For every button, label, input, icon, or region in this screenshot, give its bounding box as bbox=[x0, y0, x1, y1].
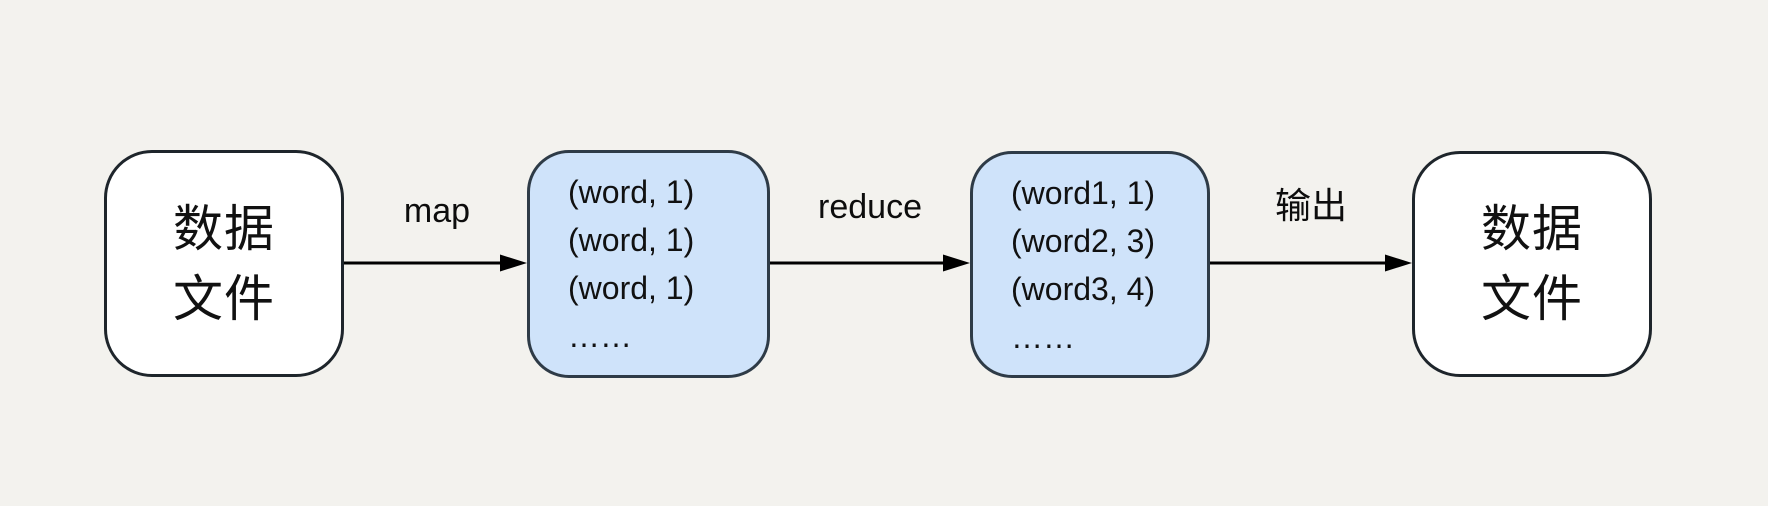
node-label-line: 文件 bbox=[173, 270, 275, 327]
node-label-line: 文件 bbox=[1481, 271, 1583, 327]
pair-line: (word1, 1) bbox=[1011, 174, 1156, 211]
node-output-data-file: 数据 文件 bbox=[1412, 151, 1652, 377]
node-reduce-output-pairs: (word1, 1) (word2, 3) (word3, 4) …… bbox=[970, 151, 1210, 378]
pair-line: (word, 1) bbox=[568, 174, 695, 210]
arrow-map bbox=[344, 254, 527, 272]
node-label-line: 数据 bbox=[1481, 201, 1583, 257]
arrowhead-icon bbox=[1385, 254, 1412, 272]
ellipsis-line: …… bbox=[1011, 318, 1075, 355]
arrowhead-icon bbox=[943, 254, 970, 272]
edge-label-map: map bbox=[403, 192, 471, 230]
node-input-data-file: 数据 文件 bbox=[104, 150, 344, 377]
arrow-reduce bbox=[770, 254, 970, 272]
node-map-output-pairs: (word, 1) (word, 1) (word, 1) …… bbox=[527, 150, 770, 378]
ellipsis-line: …… bbox=[568, 318, 632, 354]
edge-label-reduce: reduce bbox=[818, 188, 922, 226]
node-label-line: 数据 bbox=[173, 200, 275, 257]
pair-line: (word2, 3) bbox=[1011, 222, 1156, 259]
pair-line: (word, 1) bbox=[568, 270, 695, 306]
arrowhead-icon bbox=[500, 254, 527, 272]
pair-line: (word3, 4) bbox=[1011, 270, 1156, 307]
arrow-output bbox=[1207, 254, 1412, 272]
edge-label-output: 输出 bbox=[1274, 185, 1348, 226]
pair-line: (word, 1) bbox=[568, 222, 695, 258]
